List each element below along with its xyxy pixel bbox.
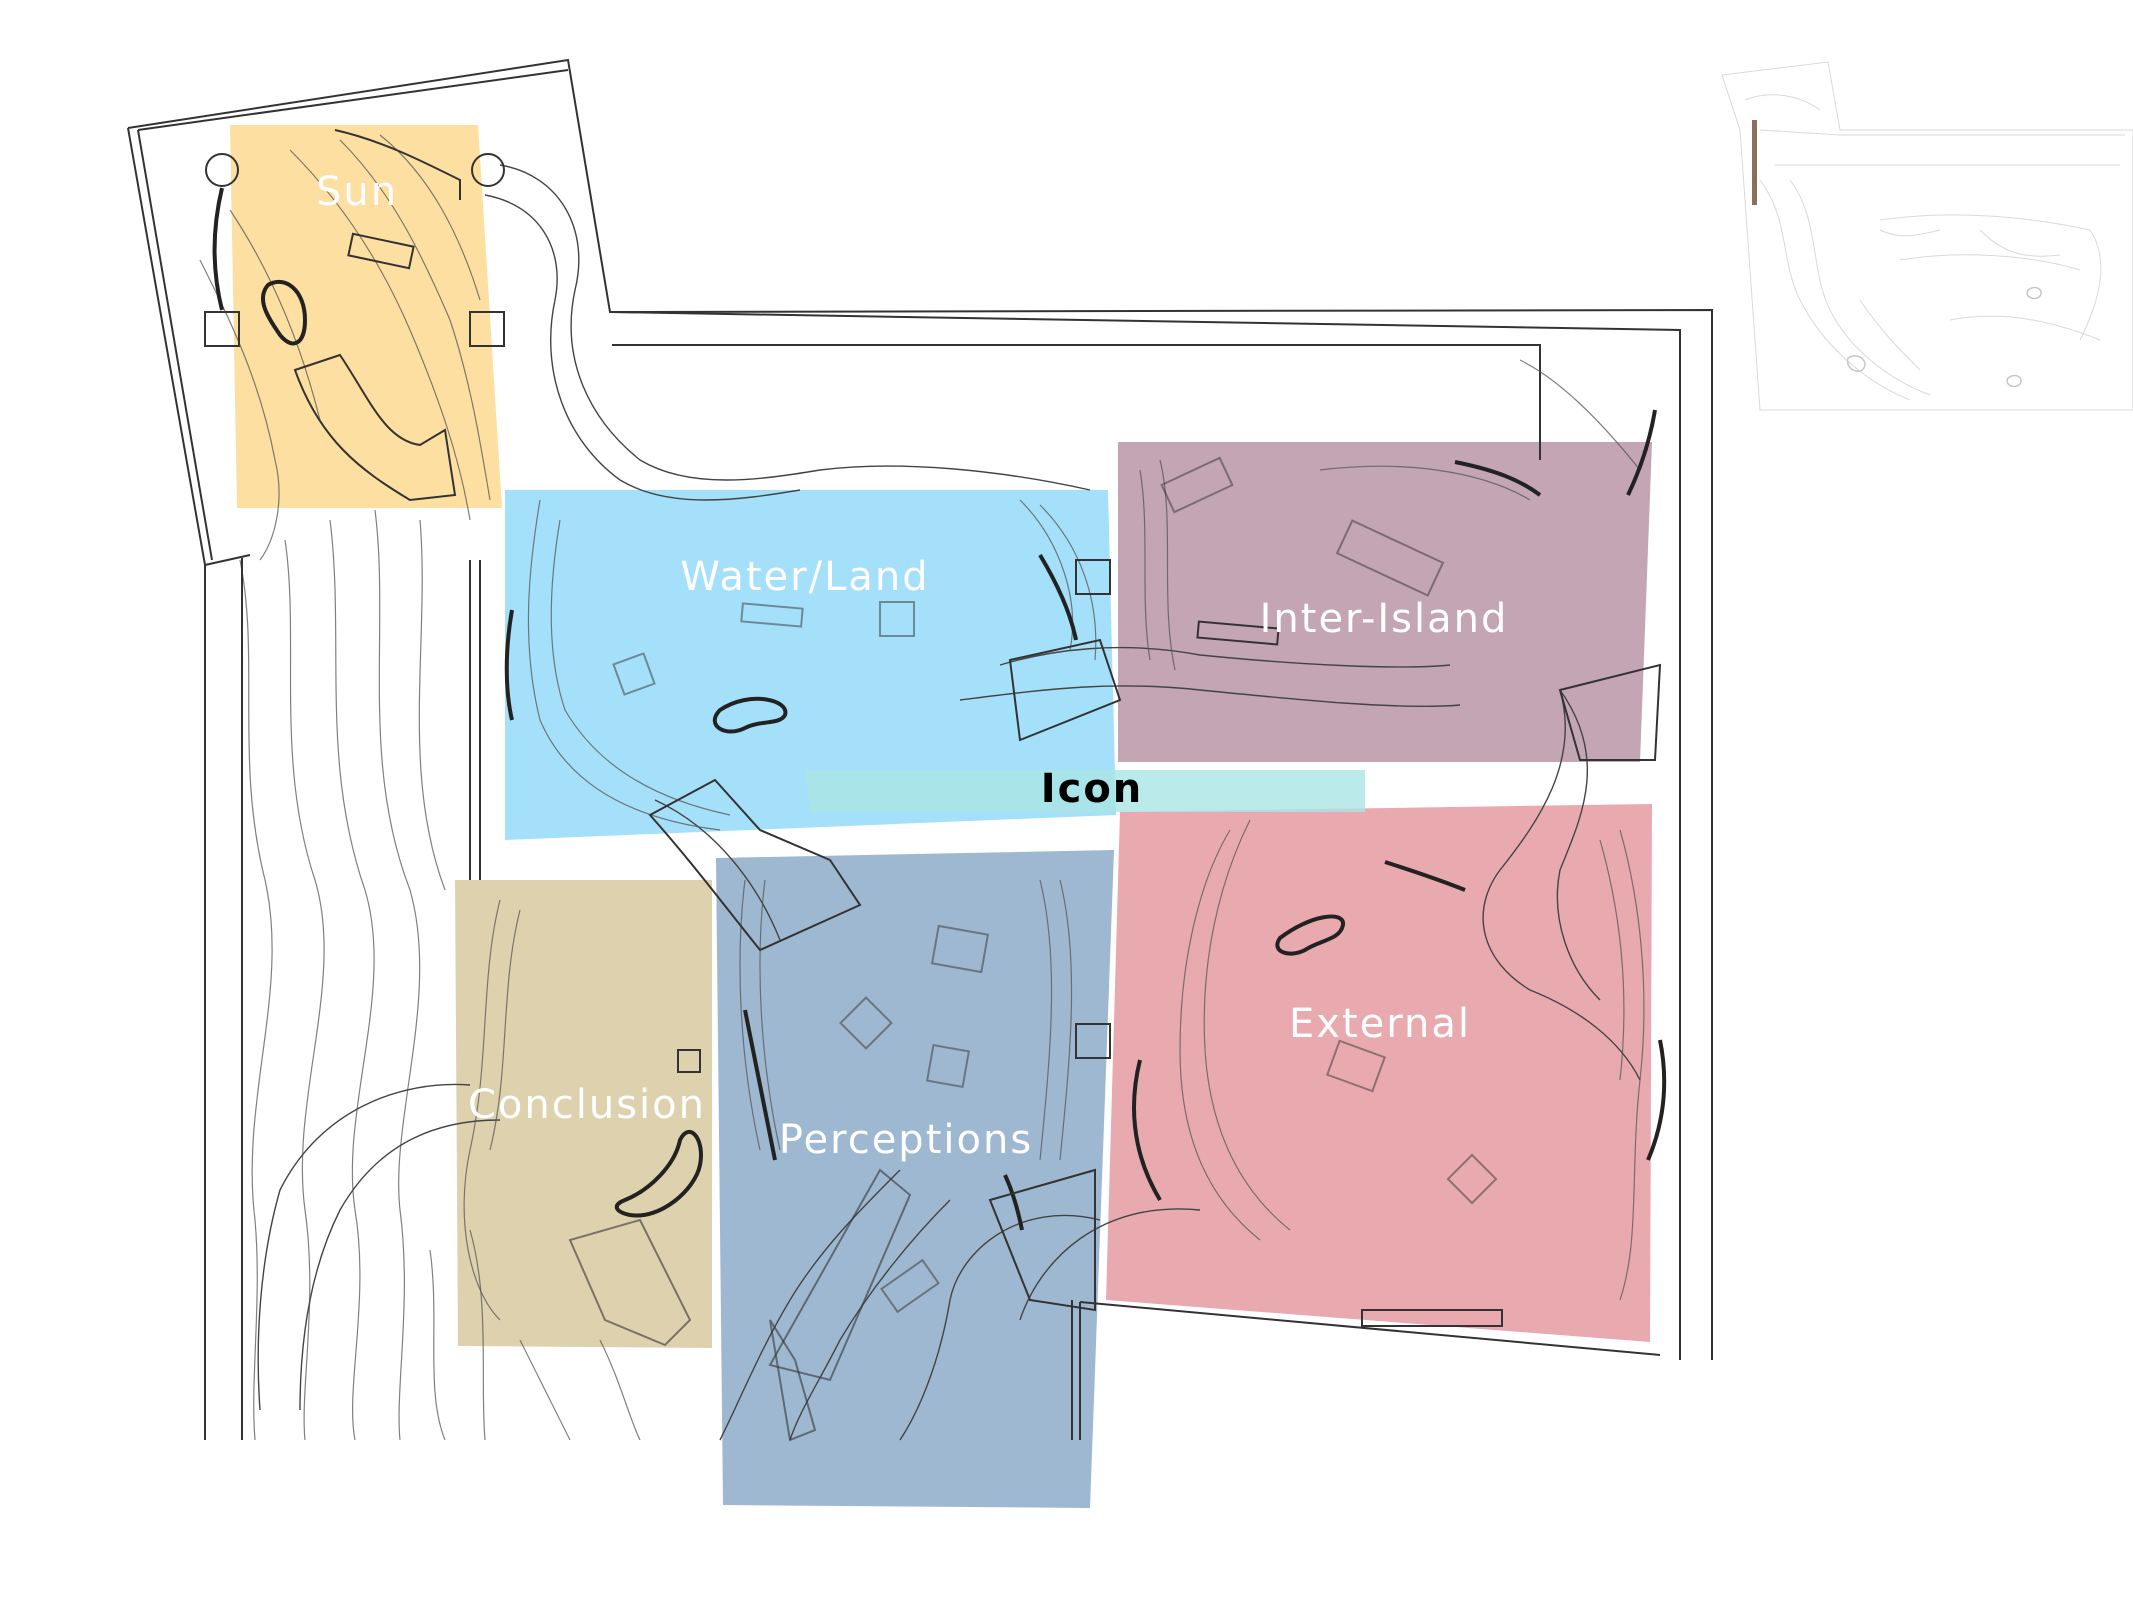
label-external: External — [1289, 1001, 1471, 1047]
inset-marker — [1752, 120, 1757, 205]
label-water-land: Water/Land — [680, 554, 929, 600]
label-conclusion: Conclusion — [468, 1082, 706, 1128]
zone-perceptions — [716, 850, 1114, 1508]
walkway — [257, 164, 1641, 1441]
contour-lines — [199, 134, 641, 1441]
label-icon: Icon — [1041, 766, 1144, 812]
zone-conclusion — [455, 880, 712, 1348]
exhibit-objects — [204, 129, 1667, 1442]
label-perceptions: Perceptions — [779, 1117, 1033, 1163]
inset-locator-map — [1721, 61, 2133, 411]
walls — [127, 58, 1713, 1440]
zone-sun — [230, 125, 502, 508]
label-inter-island: Inter-Island — [1260, 596, 1509, 642]
zone-inter-island — [1118, 442, 1652, 762]
zone-water-land — [505, 490, 1116, 840]
zone-icon — [805, 770, 1365, 812]
zone-labels: Sun Water/Land Inter-Island Icon Conclus… — [316, 169, 1509, 1163]
label-sun: Sun — [316, 169, 398, 215]
